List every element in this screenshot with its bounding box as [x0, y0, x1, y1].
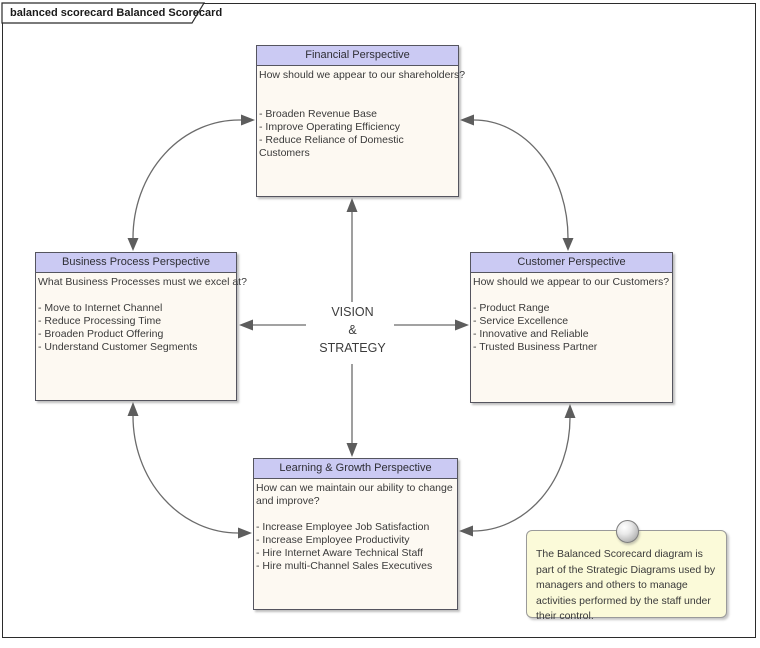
node-learning-growth-perspective[interactable]: Learning & Growth Perspective How can we… — [253, 458, 458, 610]
node-item: - Hire multi-Channel Sales Executives — [256, 560, 433, 572]
node-item: - Hire Internet Aware Technical Staff — [256, 547, 423, 559]
note-text: The Balanced Scorecard diagram is part o… — [536, 548, 716, 622]
node-title: Business Process Perspective — [36, 253, 236, 273]
vision-strategy-line: VISION — [331, 305, 374, 319]
vision-strategy-line: & — [348, 323, 357, 337]
vision-strategy-label[interactable]: VISION & STRATEGY — [300, 303, 405, 357]
node-question: How can we maintain our ability to chang… — [256, 482, 453, 507]
note-pin-icon — [615, 520, 639, 543]
node-item: - Broaden Revenue Base — [259, 108, 377, 120]
vision-strategy-line: STRATEGY — [319, 341, 386, 355]
node-item: - Reduce Reliance of Domestic Customers — [259, 134, 404, 159]
node-customer-perspective[interactable]: Customer Perspective How should we appea… — [470, 252, 673, 403]
node-item: - Product Range — [473, 302, 550, 314]
node-title: Learning & Growth Perspective — [254, 459, 457, 479]
node-item: - Reduce Processing Time — [38, 315, 162, 327]
spacer — [473, 289, 670, 302]
spacer — [38, 289, 234, 302]
node-item: - Service Excellence — [473, 315, 569, 327]
spacer — [259, 82, 456, 95]
node-financial-perspective[interactable]: Financial Perspective How should we appe… — [256, 45, 466, 197]
node-title: Financial Perspective — [257, 46, 458, 66]
spacer — [256, 508, 455, 521]
node-question: What Business Processes must we excel at… — [38, 276, 247, 288]
note-sticky[interactable]: The Balanced Scorecard diagram is part o… — [526, 520, 727, 622]
node-item: - Move to Internet Channel — [38, 302, 163, 314]
node-item: - Innovative and Reliable — [473, 328, 589, 340]
spacer — [259, 95, 456, 108]
node-item: - Understand Customer Segments — [38, 341, 198, 353]
node-business-process-perspective[interactable]: Business Process Perspective What Busine… — [35, 252, 247, 401]
node-item: - Improve Operating Efficiency — [259, 121, 401, 133]
node-item: - Trusted Business Partner — [473, 341, 598, 353]
node-item: - Increase Employee Productivity — [256, 534, 410, 546]
node-item: - Broaden Product Offering — [38, 328, 164, 340]
diagram-tab-label[interactable]: balanced scorecard Balanced Scorecard — [10, 7, 223, 19]
node-question: How should we appear to our Customers? — [473, 276, 670, 288]
node-item: - Increase Employee Job Satisfaction — [256, 521, 430, 533]
node-question: How should we appear to our shareholders… — [259, 69, 466, 81]
node-title: Customer Perspective — [471, 253, 672, 273]
